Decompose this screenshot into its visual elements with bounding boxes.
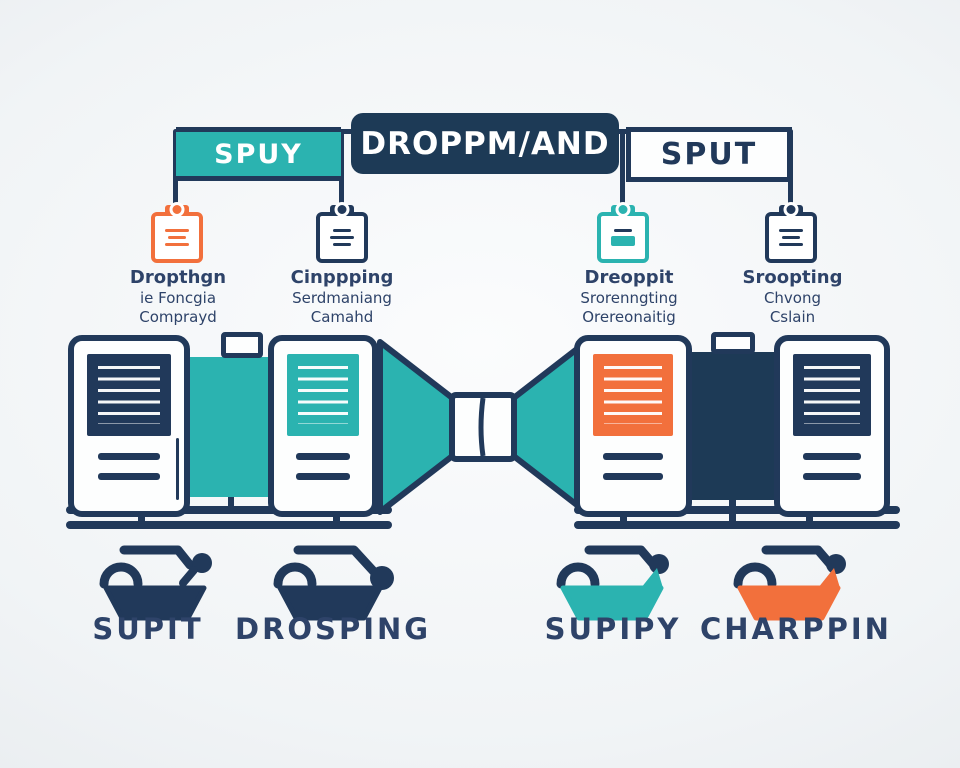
shelf-joint	[333, 506, 340, 529]
clipboard-text-line	[782, 236, 800, 239]
navy-connector-block	[690, 352, 776, 500]
flow-box-output: SPUT	[626, 127, 792, 182]
pen-stroke-icon	[176, 438, 179, 500]
flow-box-label: SPUT	[660, 137, 758, 172]
clipboard-caption-4: Sroopting Chvong Cslain	[700, 266, 885, 327]
document-card-1	[68, 335, 190, 517]
clipboard-body	[151, 212, 203, 263]
clipboard-text-line	[611, 236, 635, 246]
caption-title: Sroopting	[742, 267, 843, 288]
clipboard-text-line	[330, 236, 354, 239]
shopping-basket-icon	[99, 545, 212, 621]
clipboard-text-line	[779, 229, 803, 232]
drop-line-1	[173, 129, 178, 209]
card-text-lines	[604, 366, 662, 424]
flow-box-label: SPUY	[214, 138, 303, 170]
card-text-bar	[802, 453, 862, 460]
shelf-line	[574, 521, 900, 529]
drop-line-3	[620, 129, 625, 209]
clipboard-ring	[169, 202, 185, 217]
card-content-block	[287, 354, 359, 436]
caption-title: Dropthgn	[129, 267, 227, 288]
connector-tab-right	[711, 332, 755, 354]
clipboard-text-line	[165, 229, 189, 232]
document-card-4	[774, 335, 890, 517]
basket-label-3: SUPIPY	[544, 612, 682, 646]
clipboard-caption-1: Dropthgn ie Foncgia Comprayd	[88, 266, 268, 327]
shelf-joint	[138, 506, 145, 529]
card-content-block	[593, 354, 673, 436]
document-card-3	[574, 335, 692, 517]
shopping-basket-icon	[733, 545, 846, 621]
caption-line: Cslain	[769, 308, 816, 327]
clipboard-text-line	[165, 243, 189, 246]
shopping-basket-icon	[273, 545, 394, 621]
caption-line: Camahd	[310, 308, 374, 327]
shelf-line	[66, 521, 392, 529]
card-content-block	[793, 354, 871, 436]
clipboard-text-line	[333, 243, 351, 246]
caption-line: ie Foncgia	[139, 289, 217, 308]
basket-label-4: CHARPPIN	[700, 612, 892, 646]
clipboard-caption-2: Cinppping Serdmaniang Camahd	[252, 266, 432, 327]
basket-label-2: DROSPING	[235, 612, 432, 646]
clipboard-caption-3: Dreoppit Srorenngting Orereonaitig	[533, 266, 725, 327]
shelf-joint	[806, 506, 813, 529]
clipboard-ring	[334, 202, 350, 217]
card-text-bar	[295, 473, 351, 480]
clipboard-text-line	[614, 229, 632, 232]
shelf-line	[574, 506, 900, 514]
clipboard-body	[765, 212, 817, 263]
caption-title: Cinppping	[290, 267, 394, 288]
clipboard-body	[316, 212, 368, 263]
clipboard-icon	[316, 202, 368, 263]
flow-box-supply: SPUY	[176, 127, 341, 181]
card-text-bar	[603, 473, 663, 480]
flow-box-demand: DROPPM/AND	[351, 113, 619, 174]
shopping-basket-icon	[556, 545, 669, 621]
card-text-bar	[802, 473, 862, 480]
card-text-bar	[603, 453, 663, 460]
clipboard-icon	[151, 202, 203, 263]
connector-tab-left	[221, 332, 263, 358]
caption-line: Orereonaitig	[582, 308, 676, 327]
card-text-bar	[98, 473, 160, 480]
card-text-lines	[98, 366, 160, 424]
caption-line: Serdmaniang	[292, 289, 392, 308]
clipboard-text-line	[168, 236, 186, 239]
clipboard-icon	[765, 202, 817, 263]
card-content-block	[87, 354, 171, 436]
shelf-line	[66, 506, 392, 514]
card-text-lines	[804, 366, 860, 424]
card-text-bar	[295, 453, 351, 460]
clipboard-icon	[597, 202, 649, 263]
flow-box-label: DROPPM/AND	[360, 125, 610, 162]
clipboard-text-line	[779, 243, 803, 246]
caption-line: Comprayd	[139, 308, 217, 327]
clipboard-ring	[783, 202, 799, 217]
clipboard-text-line	[333, 229, 351, 232]
caption-line: Srorenngting	[580, 289, 678, 308]
funnel-bowtie-icon	[377, 339, 589, 515]
connector-stem-left	[228, 494, 234, 512]
document-card-2	[268, 335, 378, 517]
clipboard-body	[597, 212, 649, 263]
teal-connector-block	[188, 357, 270, 497]
card-text-bar	[98, 453, 160, 460]
caption-line: Chvong	[763, 289, 822, 308]
basket-label-1: SUPIT	[92, 612, 204, 646]
drop-line-2	[339, 129, 344, 209]
shelf-joint	[620, 506, 627, 529]
caption-title: Dreoppit	[584, 267, 674, 288]
card-text-lines	[298, 366, 348, 424]
clipboard-ring	[615, 202, 631, 217]
